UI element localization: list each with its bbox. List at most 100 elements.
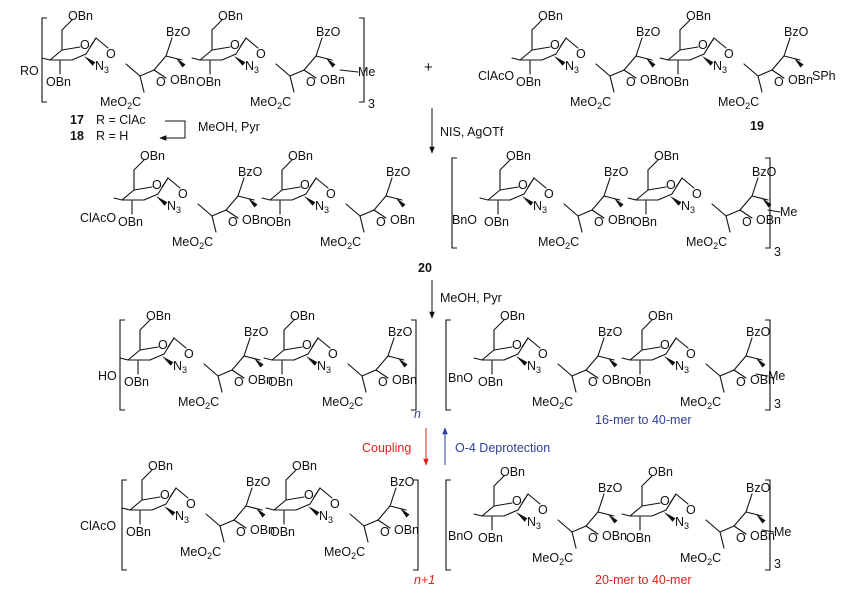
o3-benzyl-label: OBn [126,525,151,539]
bond [211,209,227,217]
bond [621,357,631,361]
methyl-ester-label: MeO2C [686,235,727,251]
bond [705,363,721,377]
ring-oxygen: O [300,178,310,192]
bond [563,203,579,217]
ring-oxygen: O [378,375,388,389]
methyl-ester-label: MeO2C [532,551,573,567]
bond [309,487,321,505]
methyl-ester-label: MeO2C [180,545,221,561]
anomeric-wedge [608,514,618,524]
ho-label: HO [98,369,117,383]
bond [141,496,161,501]
n3-wedge [670,196,682,206]
azide-label: N3 [173,359,187,375]
bond [317,337,331,349]
ring-oxygen: O [660,494,670,508]
bond [243,355,261,361]
bond [571,369,587,377]
anomeric-wedge [756,358,766,368]
bond [635,37,643,57]
bond [385,195,403,201]
bond [533,177,547,189]
o3-benzyl-label: OBn [750,529,775,543]
methyl-ester-label: MeO2C [680,551,721,567]
bond [165,37,173,57]
glycosidic-oxygen: O [544,187,554,201]
bracket-right-17 [359,17,365,103]
bond [167,177,181,189]
glycosidic-oxygen: O [326,187,336,201]
bond [361,375,367,393]
bond [609,69,625,77]
methyl-ester-label: MeO2C [250,95,291,111]
clac-label-row4: ClAcO [80,519,116,533]
bond [305,177,317,195]
ring-oxygen: O [588,531,598,545]
bond [761,529,775,533]
o6-benzyl-label: OBn [292,459,317,473]
bond [629,505,643,517]
bond [585,369,599,379]
bracket-right-row4a [413,479,419,571]
bond [745,337,753,357]
o2-benzoyl-label: BzO [388,325,413,339]
bond [233,519,247,529]
azide-label: N3 [95,59,109,75]
bond [283,346,303,351]
bond [233,505,247,521]
o3-benzyl-label: OBn [390,213,415,227]
methyl-ester-label: MeO2C [324,545,365,561]
bond [705,519,721,533]
o6-benzyl-label: OBn [218,9,243,23]
coupling-label: Coupling [362,441,411,455]
o2-benzoyl-label: BzO [386,165,411,179]
bond [641,502,661,507]
ring-oxygen: O [376,215,386,229]
bond [473,357,483,361]
bond [339,69,359,73]
o2-benzoyl-label: BzO [598,481,623,495]
bond [359,215,365,233]
anomeric-wedge [326,58,336,68]
n3-wedge [516,356,528,366]
bond [595,63,611,77]
bracket-left-row3b [445,319,451,411]
bond [221,53,237,61]
bond [119,357,129,361]
o3-benzyl-label: OBn [602,373,627,387]
anomeric-wedge [794,58,804,68]
o3-benzyl-label: OBn [242,213,267,227]
bond [597,355,615,361]
bond [245,505,263,511]
o2-benzoyl-label: BzO [746,325,771,339]
bond [225,209,239,219]
bond [359,209,375,217]
bond [675,337,689,349]
o6-benzyl-label: OBn [500,309,525,323]
anomeric-wedge [614,198,624,208]
methyl-aglycone: Me [768,369,785,383]
o2-benzoyl-label: BzO [166,25,191,39]
bond [527,493,541,505]
bond [273,499,287,511]
bond [245,487,253,507]
azide-label: N3 [681,199,695,215]
glycosidic-oxygen: O [576,47,586,61]
o3-benzyl-label: OBn [626,531,651,545]
